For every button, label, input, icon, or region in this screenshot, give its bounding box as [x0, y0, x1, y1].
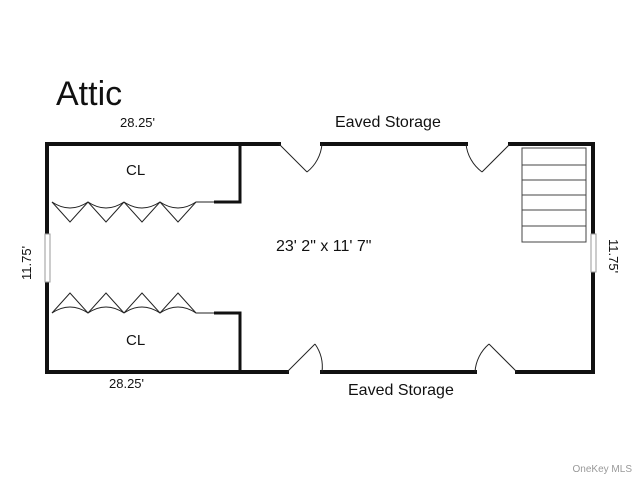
window-left [44, 233, 51, 283]
dimension-right: 11.75' [606, 239, 621, 274]
watermark-credit: OneKey MLS [572, 464, 632, 475]
label-eaved-storage-bottom: Eaved Storage [348, 382, 454, 399]
windows [44, 233, 597, 283]
stairs [521, 147, 587, 243]
closet-bottom-wall [214, 311, 242, 372]
swing-doors [278, 143, 518, 373]
closet-doors-bottom [51, 292, 214, 314]
room-dimensions: 23' 2" x 11' 7" [276, 238, 372, 255]
closet-walls [214, 144, 242, 372]
plan-title: Attic [56, 75, 123, 113]
dimension-bottom: 28.25' [109, 376, 145, 391]
dimension-top: 28.25' [120, 115, 156, 130]
closet-doors-top [51, 201, 214, 223]
window-right [590, 233, 597, 273]
label-eaved-storage-top: Eaved Storage [335, 114, 441, 131]
label-closet-bottom: CL [126, 332, 146, 349]
closet-top-wall [214, 144, 242, 204]
dimension-left: 11.75' [19, 245, 34, 280]
label-closet-top: CL [126, 162, 146, 179]
